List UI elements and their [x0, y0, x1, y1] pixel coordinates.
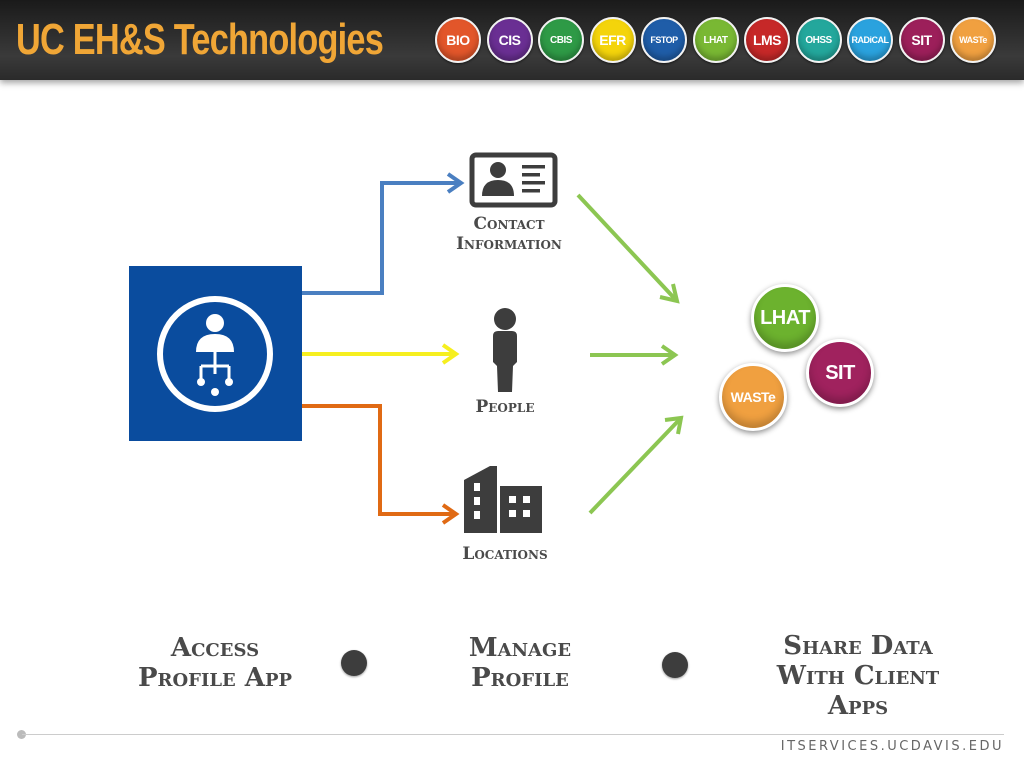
client-lhat-badge: LHAT: [751, 284, 819, 352]
arrows-to-clients: [576, 193, 684, 515]
footer-url: ITSERVICES.UCDAVIS.EDU: [780, 739, 1004, 754]
contact-information-label: Contact Information: [456, 214, 562, 254]
step-separator-dot: [341, 650, 367, 676]
client-waste-badge: WASTe: [719, 363, 787, 431]
footer-dot: [17, 730, 26, 739]
brand-title: UC EH&S Technologies: [16, 15, 384, 64]
step-separator-dot: [662, 652, 688, 678]
locations-label: Locations: [462, 544, 548, 564]
badge-lms: LMS: [744, 17, 790, 63]
badge-lhat: LHAT: [692, 17, 739, 63]
badge-ohss: OHSS: [795, 17, 842, 63]
badge-cis: CIS: [486, 17, 533, 63]
people-label: People: [475, 397, 535, 417]
buildings-icon: [464, 466, 542, 533]
badge-bio: BIO: [435, 17, 481, 63]
arrow-to-people: [302, 343, 460, 365]
arrow-to-contact: [302, 172, 465, 295]
badge-waste: WASTe: [950, 17, 996, 63]
contact-card-icon: [469, 152, 558, 208]
badge-efr: EFR: [589, 17, 636, 63]
badge-radical: RADiCAL: [847, 17, 893, 63]
badge-fstop: FSTOP: [641, 17, 687, 63]
step-access-profile-app: Access Profile App: [137, 633, 293, 693]
step-manage-profile: Manage Profile: [468, 633, 572, 693]
client-sit-badge: SIT: [806, 339, 874, 407]
step-share-data: Share Data With Client Apps: [776, 631, 940, 721]
profile-app-tile: [129, 266, 302, 441]
footer-divider: [22, 734, 1004, 735]
badge-sit: SIT: [898, 17, 945, 63]
arrow-to-locations: [302, 404, 460, 525]
person-icon: [493, 308, 517, 392]
badge-cbis: CBIS: [538, 17, 584, 63]
org-person-icon: [196, 314, 234, 396]
